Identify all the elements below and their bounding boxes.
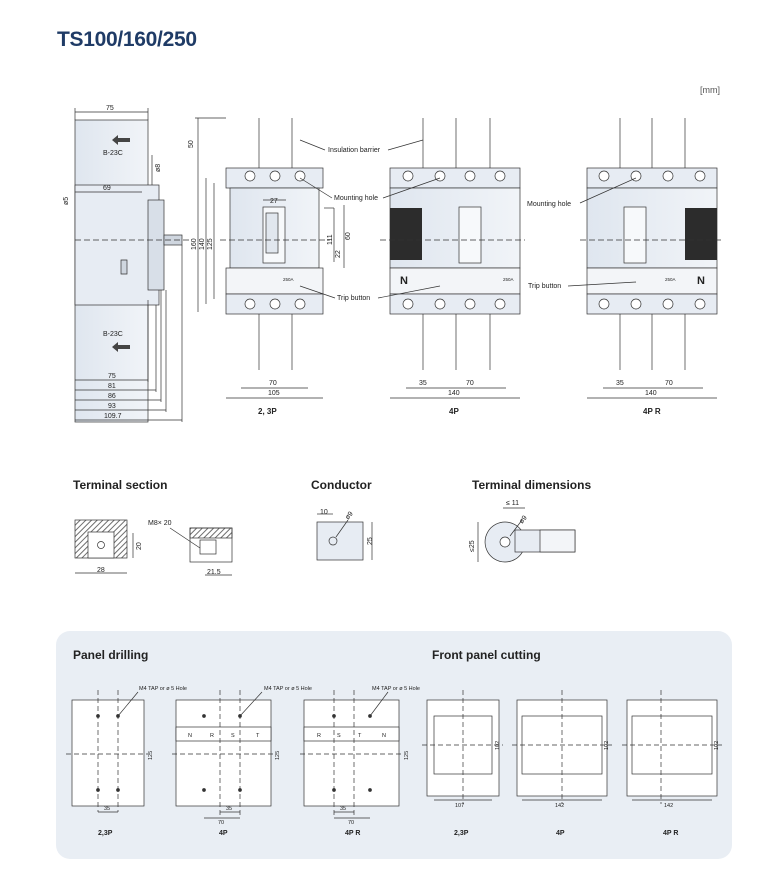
dim-160: 160 [191, 238, 198, 250]
dim-lug-11: ≤ 11 [506, 500, 519, 507]
pd-35-3: 35 [340, 806, 346, 812]
dim-70-4pr: 70 [665, 380, 673, 387]
dim-side-top: 75 [106, 105, 114, 112]
callout-trip-button-1: Trip button [337, 295, 370, 302]
pole-4pr-2: S [337, 733, 341, 739]
dim-lug-25: ≤25 [469, 540, 476, 552]
label-4p: 4P [449, 407, 459, 416]
front-view-4pr [580, 118, 722, 399]
fpc-width-3: 142 [664, 803, 673, 809]
pd-70-2: 70 [218, 820, 224, 826]
terminal-section-heading: Terminal section [73, 478, 168, 492]
tap-label-1: M4 TAP or ø 5 Hole [139, 686, 187, 692]
dim-ts-21-5: 21.5 [207, 569, 221, 576]
dim-m8x20: M8× 20 [148, 520, 172, 527]
fpc-label-3: 4P R [663, 830, 678, 837]
terminal-lug-drawing [477, 507, 576, 563]
pole-4pr-3: T [358, 733, 362, 739]
plate-text-4pr: 250A [665, 277, 676, 282]
dim-111: 111 [327, 234, 334, 245]
dim-70-4p: 70 [466, 380, 474, 387]
dim-105: 105 [268, 390, 280, 397]
fpc-width-2: 142 [555, 803, 564, 809]
neutral-label-4pr: N [697, 275, 705, 287]
pole-4pr-1: R [317, 733, 321, 739]
fpc-102-3: 102 [714, 741, 720, 750]
fpc-102-2: 102 [604, 741, 610, 750]
dim-125: 125 [207, 238, 214, 250]
dim-side-75: 75 [108, 373, 116, 380]
front-view-4p [380, 118, 525, 399]
fpc-width-1: 107 [455, 803, 464, 809]
fpc-label-1: 2,3P [454, 830, 469, 837]
dim-side-81: 81 [108, 383, 116, 390]
dim-side-93: 93 [108, 403, 116, 410]
panel-drilling-drawings [66, 690, 404, 819]
dim-35-4pr: 35 [616, 380, 624, 387]
pd-35-1: 35 [104, 806, 110, 812]
arrow-icon [112, 135, 130, 352]
dim-70-3p: 70 [269, 380, 277, 387]
fpc-102-1: 102 [495, 741, 501, 750]
pd-label-2: 4P [219, 830, 228, 837]
arrow-top-label: B-23C [103, 150, 123, 157]
pole-4p-2: R [210, 733, 214, 739]
label-3p: 2, 3P [258, 407, 277, 416]
front-panel-cutting-drawings [422, 690, 722, 804]
dim-60: 60 [345, 232, 352, 240]
callout-mounting-hole-1: Mounting hole [334, 195, 378, 202]
tap-label-3: M4 TAP or ø 5 Hole [372, 686, 420, 692]
front-view-3p [195, 117, 345, 399]
neutral-label-4p: N [400, 275, 408, 287]
pd-125-1: 125 [148, 751, 154, 760]
label-4pr: 4P R [643, 407, 661, 416]
pole-4p-3: S [231, 733, 235, 739]
plate-text-3p: 250A [283, 277, 294, 282]
dim-140-4p: 140 [448, 390, 460, 397]
side-view [74, 108, 190, 423]
panel-drilling-heading: Panel drilling [73, 648, 149, 662]
dim-side-69: 69 [103, 185, 111, 192]
dim-side-86: 86 [108, 393, 116, 400]
conductor-heading: Conductor [311, 478, 372, 492]
dim-35-4p: 35 [419, 380, 427, 387]
dim-side-109: 109.7 [104, 413, 122, 420]
page-title: TS100/160/250 [57, 28, 197, 51]
pd-label-1: 2,3P [98, 830, 113, 837]
dim-140: 140 [199, 238, 206, 250]
callout-trip-button-2: Trip button [528, 283, 561, 290]
callout-insulation-barrier: Insulation barrier [328, 147, 381, 154]
pole-4p-4: T [256, 733, 260, 739]
dim-140-4pr: 140 [645, 390, 657, 397]
dim-cond-25: 25 [367, 537, 374, 545]
dim-ts-28: 28 [97, 567, 105, 574]
dim-cond-phi9: ø9 [344, 510, 355, 521]
dim-22: 22 [335, 250, 342, 258]
dim-27: 27 [270, 198, 278, 205]
arrow-bottom-label: B-23C [103, 331, 123, 338]
unit-label: [mm] [700, 85, 720, 95]
fpc-label-2: 4P [556, 830, 565, 837]
pd-125-2: 125 [275, 751, 281, 760]
terminal-section-drawing [74, 519, 233, 576]
dim-ts-20: 20 [136, 542, 143, 550]
pd-70-3: 70 [348, 820, 354, 826]
pd-35-2: 35 [226, 806, 232, 812]
front-panel-cutting-heading: Front panel cutting [432, 648, 541, 662]
dim-lug-phi9: ø9 [518, 514, 529, 525]
pole-4pr-4: N [382, 733, 386, 739]
conductor-drawing [316, 513, 373, 561]
dim-side-phi8: ø8 [155, 164, 162, 172]
tap-label-2: M4 TAP or ø 5 Hole [264, 686, 312, 692]
pd-label-3: 4P R [345, 830, 360, 837]
plate-text-4p: 250A [503, 277, 514, 282]
dim-50: 50 [188, 140, 195, 148]
dim-cond-10: 10 [320, 509, 328, 516]
pole-4p-1: N [188, 733, 192, 739]
dim-side-phi5: ø5 [63, 197, 70, 205]
terminal-dimensions-heading: Terminal dimensions [472, 478, 592, 492]
pd-125-3: 125 [404, 751, 410, 760]
callout-mounting-hole-2: Mounting hole [527, 201, 571, 208]
